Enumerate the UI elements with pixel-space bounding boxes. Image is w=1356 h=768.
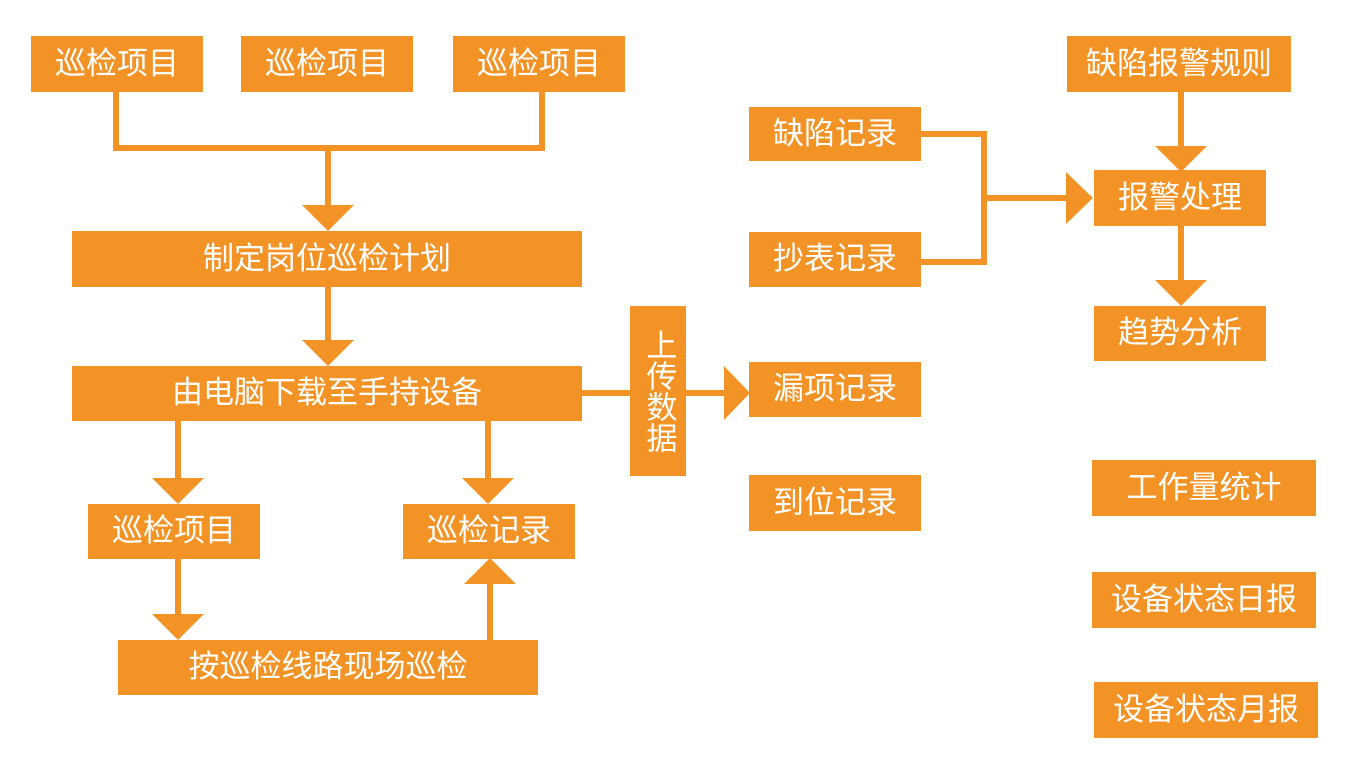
- arrowhead-to-record: [462, 478, 514, 504]
- arrowhead-to-trend: [1155, 280, 1207, 306]
- node-trend-analysis: 趋势分析: [1094, 306, 1266, 361]
- node-alarm-handling: 报警处理: [1094, 170, 1266, 226]
- node-field-inspection: 按巡检线路现场巡检: [118, 640, 538, 695]
- node-download: 由电脑下载至手持设备: [72, 366, 582, 421]
- node-missed-record: 漏项记录: [749, 362, 921, 417]
- node-inspection-record: 巡检记录: [403, 504, 575, 559]
- arrowhead-to-alarm-handling: [1155, 146, 1207, 172]
- node-upload-data: 上传数据: [630, 306, 686, 476]
- node-workload-stats: 工作量统计: [1092, 460, 1316, 516]
- arrowhead-to-item: [152, 478, 204, 504]
- node-defect-record: 缺陷记录: [749, 107, 921, 161]
- node-meter-record: 抄表记录: [749, 232, 921, 287]
- arrowhead-to-missed: [724, 366, 750, 420]
- node-inspection-item-3: 巡检项目: [453, 36, 625, 92]
- node-inspection-item-1: 巡检项目: [31, 36, 203, 92]
- arrowhead-to-field: [152, 614, 204, 640]
- arrowhead-to-plan: [302, 205, 354, 231]
- connector-items-to-plan: [113, 92, 545, 210]
- arrowhead-up-to-record: [464, 558, 516, 584]
- node-inspection-item-2: 巡检项目: [241, 36, 413, 92]
- node-inspection-item-4: 巡检项目: [88, 504, 260, 559]
- node-arrival-record: 到位记录: [749, 475, 921, 531]
- node-daily-report: 设备状态日报: [1092, 572, 1316, 628]
- connector-records-to-alarm: [921, 131, 1072, 265]
- node-defect-alarm-rules: 缺陷报警规则: [1067, 36, 1291, 92]
- node-monthly-report: 设备状态月报: [1094, 682, 1318, 738]
- node-make-plan: 制定岗位巡检计划: [72, 231, 582, 287]
- arrowhead-to-alarm: [1066, 172, 1093, 224]
- arrowhead-to-download: [302, 340, 354, 366]
